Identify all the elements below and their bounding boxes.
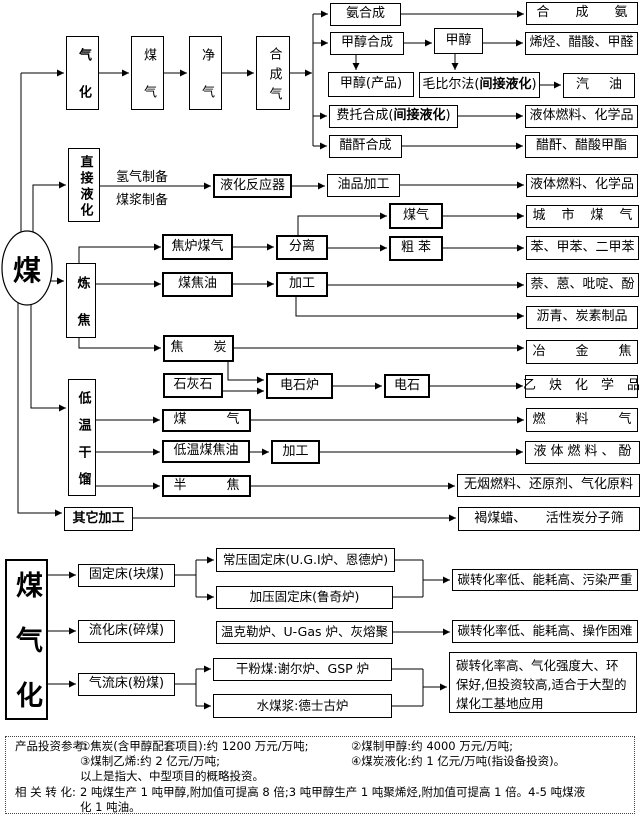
- node-lt-processing: 加工: [271, 440, 320, 464]
- node-coal-gasification: 煤气化: [5, 559, 48, 736]
- node-fischer-tropsch: 费托合成(间接液化): [329, 105, 458, 128]
- node-lt-products: 液体燃料、酚: [525, 441, 640, 464]
- node-tar-products: 萘、蒽、吡啶、酚: [526, 273, 639, 297]
- node-ft-products: 液体燃料、化学品: [525, 105, 638, 128]
- node-fixed-bed: 固定床(块煤): [78, 564, 175, 587]
- node-fixed-bed-result: 碳转化率低、能耗高、污染严重: [452, 569, 638, 591]
- node-ammonia-synthesis: 氨合成: [330, 3, 401, 26]
- node-syngas: 合成气: [256, 36, 290, 110]
- node-direct-liquefaction: 直接液化: [68, 148, 100, 222]
- node-atm-fixed-bed: 常压固定床(U.G.I炉、恩德炉): [216, 548, 395, 572]
- node-pitch-products: 沥青、炭素制品: [526, 306, 638, 329]
- node-fluidized-bed: 流化床(碎煤): [78, 620, 175, 643]
- node-coal-tar: 煤焦油: [162, 272, 233, 297]
- node-dry-powder-gasifier: 干粉煤:谢尔炉、GSP 炉: [213, 658, 392, 681]
- note-label-investment: 产品投资参考:: [15, 739, 88, 753]
- node-separation: 分离: [276, 235, 328, 260]
- node-coke-oven-gas: 焦炉煤气: [162, 234, 233, 260]
- node-fuel-gas: 燃料气: [526, 408, 638, 432]
- node-methanol-synthesis: 甲醇合成: [330, 32, 404, 55]
- note-line-4: 相 关 转 化: 2 吨煤生产 1 吨甲醇,附加值可提高 8 倍;3 吨甲醇生产…: [15, 784, 586, 799]
- node-synthetic-ammonia: 合成氨: [526, 2, 638, 25]
- node-limestone: 石灰石: [163, 373, 223, 398]
- node-methanol-product: 甲醇(产品): [328, 72, 414, 97]
- node-acetylene-chemicals: 乙炔化学品: [523, 375, 640, 398]
- node-pressurized-fixed-bed: 加压固定床(鲁奇炉): [216, 586, 393, 609]
- coal-root-ellipse: [1, 230, 53, 306]
- node-liquefaction-reactor: 液化反应器: [213, 174, 292, 198]
- node-semi-coke: 半焦: [162, 475, 251, 497]
- node-city-gas: 城市煤气: [526, 205, 639, 228]
- node-lt-tar: 低温煤焦油: [162, 440, 250, 463]
- node-methanol: 甲醇: [434, 28, 483, 54]
- node-coke: 焦炭: [163, 335, 234, 362]
- node-entrained-bed-result: 碳转化率高、气化强度大、环保好,但投资较高,适合于大型的煤化工基地应用: [449, 652, 637, 713]
- node-gasoline: 汽油: [563, 73, 635, 98]
- node-gas: 煤气: [389, 203, 443, 229]
- label-slurry-prep: 煤浆制备: [116, 193, 169, 208]
- node-crude-benzene: 粗苯: [389, 236, 443, 261]
- node-tar-processing: 加工: [276, 272, 328, 297]
- investment-note: 产品投资参考: ①焦炭(含甲醇配套项目):约 1200 万元/万吨; ②煤制甲醇…: [5, 736, 635, 814]
- note-line-2: ③煤制乙烯:约 2 亿元/万吨; ④煤炭液化:约 1 亿元/万吨(指设备投资)。: [80, 754, 566, 769]
- node-metallurgical-coke: 冶金焦: [526, 340, 638, 364]
- note-line-3: 以上是指大、中型项目的概略投资。: [80, 769, 264, 784]
- node-acetic-anhydride-synthesis: 醋酐合成: [329, 135, 402, 158]
- node-benzenes: 苯、甲苯、二甲苯: [526, 236, 639, 260]
- node-coal-gas: 煤气: [131, 36, 164, 122]
- note-line-1: 产品投资参考: ①焦炭(含甲醇配套项目):约 1200 万元/万吨; ②煤制甲醇…: [15, 739, 514, 753]
- node-low-temp-carbonization: 低温干馏: [68, 379, 96, 499]
- node-other-products: 褐煤蜡、 活性炭分子筛: [458, 507, 640, 531]
- node-fluidized-types: 温克勒炉、U-Gas 炉、灰熔聚: [216, 621, 393, 644]
- node-carbide-furnace: 电石炉: [266, 373, 333, 399]
- node-clean-gas: 净气: [189, 36, 222, 122]
- node-semi-coke-uses: 无烟燃料、还原剂、气化原料: [457, 474, 640, 497]
- node-entrained-bed: 气流床(粉煤): [78, 673, 175, 696]
- coal-root-label: 煤: [12, 254, 41, 287]
- node-mobil-process: 毛比尔法(间接液化): [419, 72, 540, 98]
- node-other-processing: 其它加工: [64, 507, 133, 531]
- node-coking: 炼焦: [66, 263, 96, 350]
- node-carbide: 电石: [384, 374, 430, 398]
- node-direct-products: 液体燃料、化学品: [526, 174, 638, 197]
- note-line-5: 化 1 吨油。: [80, 799, 141, 814]
- label-hydrogen-prep: 氢气制备: [116, 170, 169, 185]
- node-acetic-products: 醋酐、醋酸甲酯: [525, 135, 638, 158]
- node-fluidized-bed-result: 碳转化率低、能耗高、操作困难: [452, 620, 638, 643]
- node-methanol-derivatives: 烯烃、醋酸、甲醛: [525, 32, 638, 55]
- node-slurry-gasifier: 水煤浆:德士古炉: [213, 694, 392, 718]
- node-lt-gas: 煤气: [162, 409, 251, 432]
- note-label-conversion: 相 关 转 化:: [15, 784, 76, 799]
- node-gasification: 气化: [66, 36, 99, 122]
- node-oil-processing: 油品加工: [327, 174, 400, 197]
